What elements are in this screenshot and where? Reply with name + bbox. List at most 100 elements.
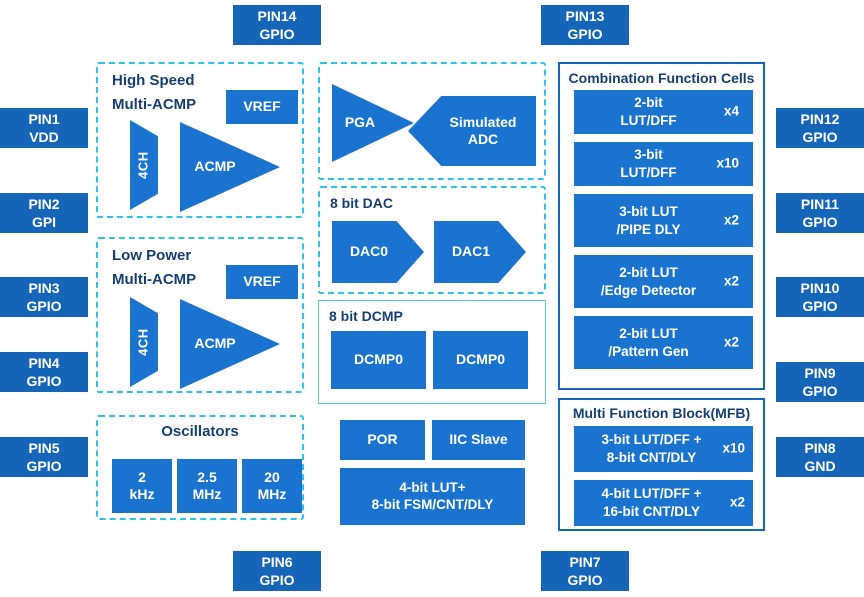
osc-unit: kHz xyxy=(129,486,155,502)
vref-block: VREF xyxy=(226,265,298,299)
vref-label: VREF xyxy=(243,273,281,290)
pin-label: PIN9 xyxy=(804,364,836,381)
dcmp-group: 8 bit DCMP DCMP0 DCMP0 xyxy=(318,300,546,404)
osc-unit: MHz xyxy=(257,486,287,502)
cell-label: 3-bit LUT/DFF + 8-bit CNT/DLY xyxy=(601,431,725,466)
simulated-adc-block: Simulated ADC xyxy=(408,96,536,166)
dcmp0-block: DCMP0 xyxy=(331,331,426,389)
fsm-block: 4-bit LUT+ 8-bit FSM/CNT/DLY xyxy=(340,468,525,525)
pin-type: GND xyxy=(804,458,836,474)
cell-label-line: 3-bit LUT/DFF + xyxy=(601,432,702,448)
pin2-gpi: PIN2 GPI xyxy=(0,193,88,233)
pga-label: PGA xyxy=(344,114,376,131)
group-title: Oscillators xyxy=(161,423,239,440)
cfc-cell-2bit-lut-edgedetector: 2-bit LUT /Edge Detector x2 xyxy=(574,255,753,308)
high-speed-acmp-group: High Speed Multi-ACMP VREF 4CH ACMP xyxy=(96,62,304,218)
pin-type: GPI xyxy=(31,214,57,230)
pin-type: GPIO xyxy=(26,373,62,389)
iic-label: IIC Slave xyxy=(449,431,508,448)
group-title: Multi-ACMP xyxy=(112,271,197,288)
group-title: Combination Function Cells xyxy=(568,70,755,86)
cell-label-line: /Edge Detector xyxy=(600,282,697,298)
cell-label: 2-bit LUT /Edge Detector xyxy=(601,264,726,299)
acmp-label: ACMP xyxy=(194,335,236,352)
dcmp-label: DCMP0 xyxy=(353,351,403,368)
pin-type: GPIO xyxy=(802,383,838,399)
cfc-cell-2bit-lut-patterngen: 2-bit LUT /Pattern Gen x2 xyxy=(574,316,753,369)
cell-label: 2-bit LUT/DFF xyxy=(620,94,706,129)
dac-label: DAC0 xyxy=(349,243,389,260)
pin-label: PIN13 xyxy=(565,7,605,24)
pin-label: PIN12 xyxy=(800,110,840,127)
vref-label: VREF xyxy=(243,98,281,115)
pin-type: VDD xyxy=(29,129,59,145)
pin13-gpio: PIN13 GPIO xyxy=(541,5,629,45)
mux-4ch-block: 4CH xyxy=(130,120,158,210)
oscillators-group: Oscillators 2 kHz 2.5 MHz 20 MHz xyxy=(96,415,304,520)
mux-label: 4CH xyxy=(135,151,151,179)
osc-2khz-block: 2 kHz xyxy=(112,459,172,513)
pin-type: GPIO xyxy=(259,572,295,588)
multi-function-block-group: Multi Function Block(MFB) 3-bit LUT/DFF … xyxy=(558,398,765,531)
pin-label: PIN1 xyxy=(28,110,60,127)
por-block: POR xyxy=(340,420,425,460)
pin-type: GPIO xyxy=(802,298,838,314)
osc-2p5mhz-block: 2.5 MHz xyxy=(177,459,237,513)
dac-group: 8 bit DAC DAC0 DAC1 xyxy=(318,186,546,294)
pin-type: GPIO xyxy=(567,572,603,588)
cell-label-line: 3-bit xyxy=(634,147,663,163)
acmp-block: ACMP xyxy=(180,122,280,212)
pin10-gpio: PIN10 GPIO xyxy=(776,277,864,317)
dac1-block: DAC1 xyxy=(434,221,526,283)
cfc-cell-2bit-lutdff: 2-bit LUT/DFF x4 xyxy=(574,90,753,134)
pga-block: PGA xyxy=(332,84,414,162)
low-power-acmp-group: Low Power Multi-ACMP VREF 4CH ACMP xyxy=(96,237,304,393)
cfc-cell-3bit-lutdff: 3-bit LUT/DFF x10 xyxy=(574,142,753,186)
pin-label: PIN3 xyxy=(28,279,60,296)
cell-label-line: 2-bit xyxy=(634,95,663,111)
combination-function-cells-group: Combination Function Cells 2-bit LUT/DFF… xyxy=(558,62,765,390)
group-title: High Speed xyxy=(112,72,195,89)
analog-group: PGA Simulated ADC xyxy=(318,62,546,180)
adc-label: Simulated xyxy=(449,113,517,130)
pin12-gpio: PIN12 GPIO xyxy=(776,108,864,148)
cell-multiplier: x2 xyxy=(729,494,745,510)
mux-label: 4CH xyxy=(135,328,151,356)
osc-20mhz-block: 20 MHz xyxy=(242,459,302,513)
pin-label: PIN2 xyxy=(28,195,60,212)
pin-label: PIN10 xyxy=(800,279,840,296)
dac0-block: DAC0 xyxy=(332,221,424,283)
cell-label-line: LUT/DFF xyxy=(620,165,677,180)
pin-type: GPIO xyxy=(259,26,295,42)
iic-slave-block: IIC Slave xyxy=(432,420,525,460)
fsm-label-line: 8-bit FSM/CNT/DLY xyxy=(371,496,494,512)
cell-label-line: 2-bit LUT xyxy=(619,264,678,280)
mfb-cell-4bit-lutdff-16bit-cntdly: 4-bit LUT/DFF + 16-bit CNT/DLY x2 xyxy=(574,480,753,526)
cell-multiplier: x2 xyxy=(723,273,739,289)
pin-label: PIN5 xyxy=(28,439,60,456)
pin-label: PIN14 xyxy=(257,7,297,24)
mux-4ch-block: 4CH xyxy=(130,297,158,387)
pin-type: GPIO xyxy=(802,129,838,145)
cell-label-line: 2-bit LUT xyxy=(619,325,678,341)
acmp-block: ACMP xyxy=(180,299,280,389)
mfb-cell-3bit-lutdff-8bit-cntdly: 3-bit LUT/DFF + 8-bit CNT/DLY x10 xyxy=(574,426,753,472)
pin-label: PIN4 xyxy=(28,354,60,371)
dcmp1-block: DCMP0 xyxy=(433,331,528,389)
cell-label-line: /Pattern Gen xyxy=(608,343,689,359)
group-title: Multi-ACMP xyxy=(112,96,197,113)
cell-multiplier: x2 xyxy=(723,212,739,228)
cell-label-line: 4-bit LUT/DFF + xyxy=(601,486,702,502)
pin6-gpio: PIN6 GPIO xyxy=(233,551,321,591)
group-title: Multi Function Block(MFB) xyxy=(572,405,751,421)
osc-value: 20 xyxy=(264,468,280,485)
cell-multiplier: x2 xyxy=(723,334,739,350)
pin-label: PIN7 xyxy=(569,553,601,570)
pin11-gpio: PIN11 GPIO xyxy=(776,193,864,233)
cell-label: 3-bit LUT /PIPE DLY xyxy=(616,203,710,238)
pin9-gpio: PIN9 GPIO xyxy=(776,362,864,402)
pin-type: GPIO xyxy=(26,458,62,474)
cell-label-line: 16-bit CNT/DLY xyxy=(602,504,700,519)
cell-multiplier: x4 xyxy=(723,103,739,119)
